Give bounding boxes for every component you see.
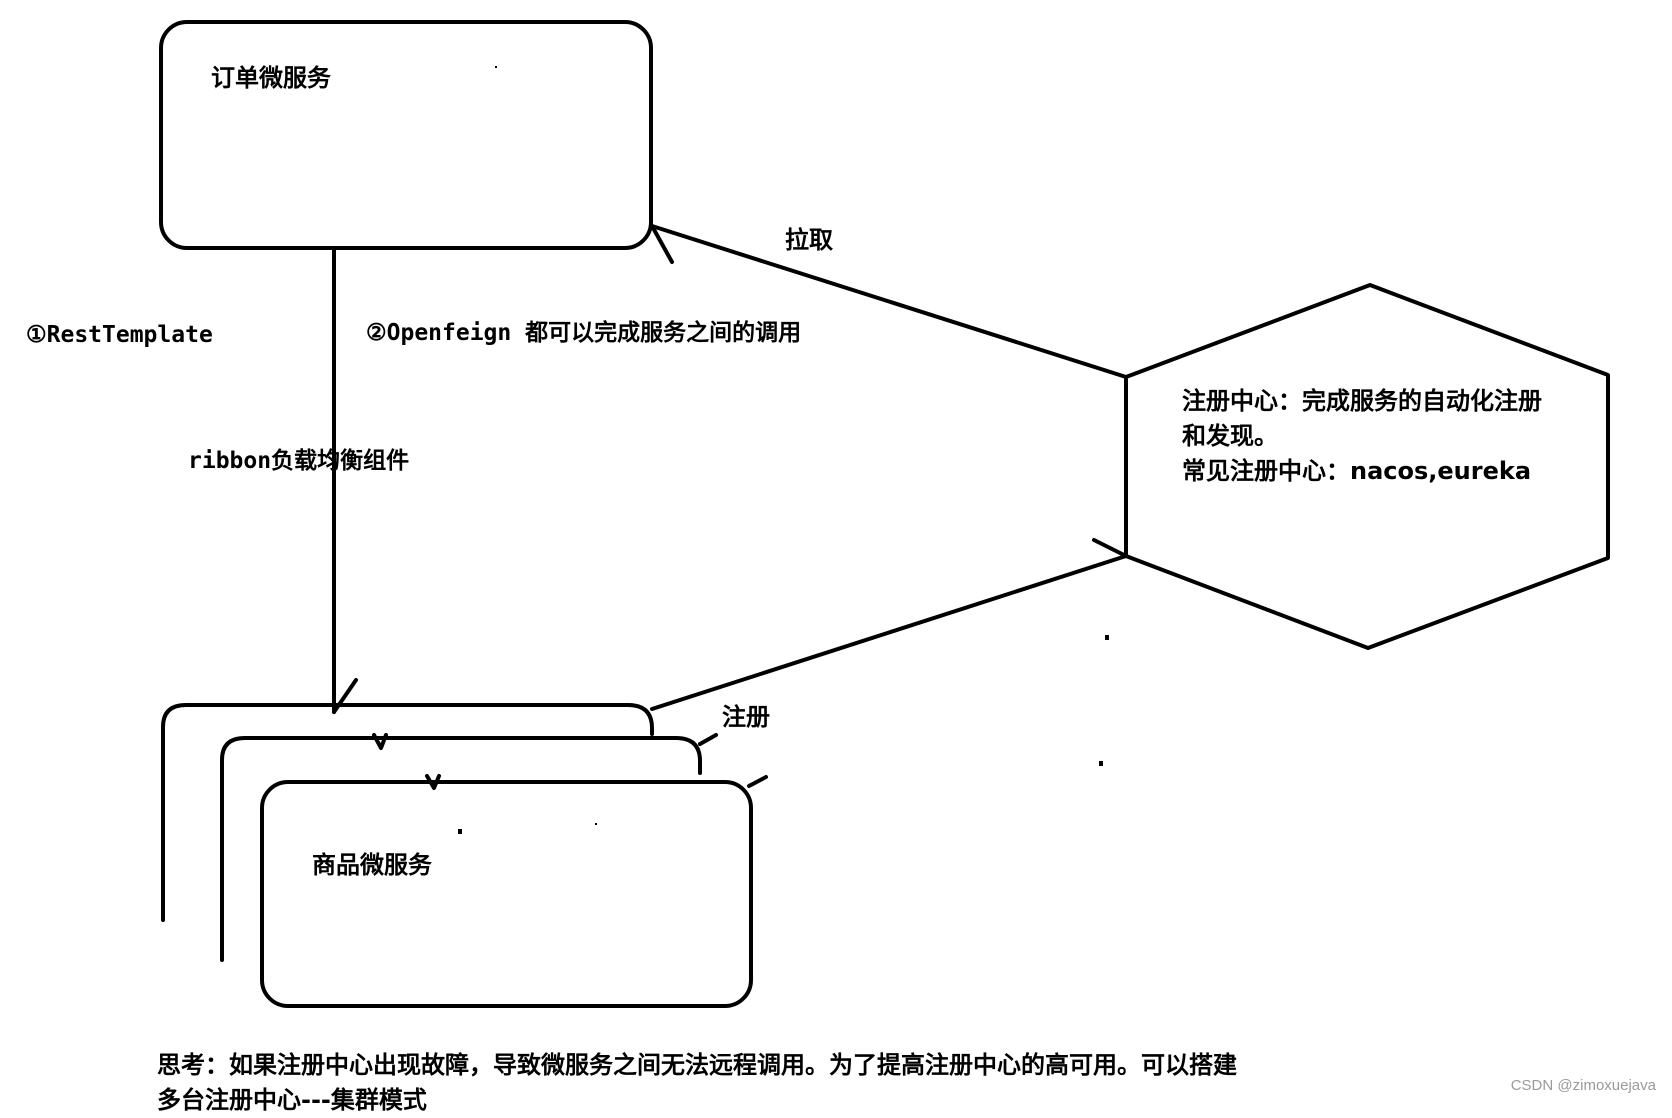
stray-dot	[1099, 761, 1103, 766]
pull-line	[650, 224, 1128, 379]
ribbon-note: ribbon负载均衡组件	[188, 448, 410, 474]
registry-line-3: 常见注册中心：nacos,eureka	[1182, 457, 1532, 485]
product-service-label: 商品微服务	[312, 851, 432, 879]
call-arrowhead-middle	[372, 733, 388, 750]
footer-line-2: 多台注册中心---集群模式	[157, 1086, 427, 1114]
registry-line-1: 注册中心：完成服务的自动化注册	[1182, 387, 1542, 415]
pull-label: 拉取	[785, 226, 833, 254]
stray-dot	[1105, 635, 1109, 640]
stray-dot	[595, 823, 597, 825]
footer-note: 思考：如果注册中心出现故障，导致微服务之间无法远程调用。为了提高注册中心的高可用…	[157, 1048, 1237, 1118]
register-label: 注册	[722, 703, 770, 731]
openfeign-note: ②Openfeign 都可以完成服务之间的调用	[366, 320, 802, 346]
registry-center-label: 注册中心：完成服务的自动化注册 和发现。 常见注册中心：nacos,eureka	[1182, 384, 1542, 489]
footer-line-1: 思考：如果注册中心出现故障，导致微服务之间无法远程调用。为了提高注册中心的高可用…	[157, 1051, 1237, 1079]
csdn-watermark: CSDN @zimoxuejava	[1510, 1077, 1656, 1094]
call-arrowhead	[332, 678, 358, 714]
register-arrowhead	[1092, 538, 1128, 558]
order-service-label: 订单微服务	[211, 64, 331, 92]
order-service-box	[159, 20, 653, 250]
product-service-box-front	[260, 780, 753, 1008]
stray-dot	[458, 829, 462, 834]
box-tick-front	[747, 775, 768, 788]
rest-template-note: ①RestTemplate	[26, 322, 213, 348]
stray-dot	[495, 66, 497, 68]
product-service-box-middle	[220, 736, 702, 962]
product-service-box-back	[161, 703, 654, 922]
register-line	[650, 554, 1128, 711]
pull-arrowhead	[650, 224, 674, 264]
call-arrowhead-front	[425, 774, 441, 790]
registry-line-2: 和发现。	[1182, 422, 1278, 450]
box-tick-middle	[698, 733, 718, 746]
